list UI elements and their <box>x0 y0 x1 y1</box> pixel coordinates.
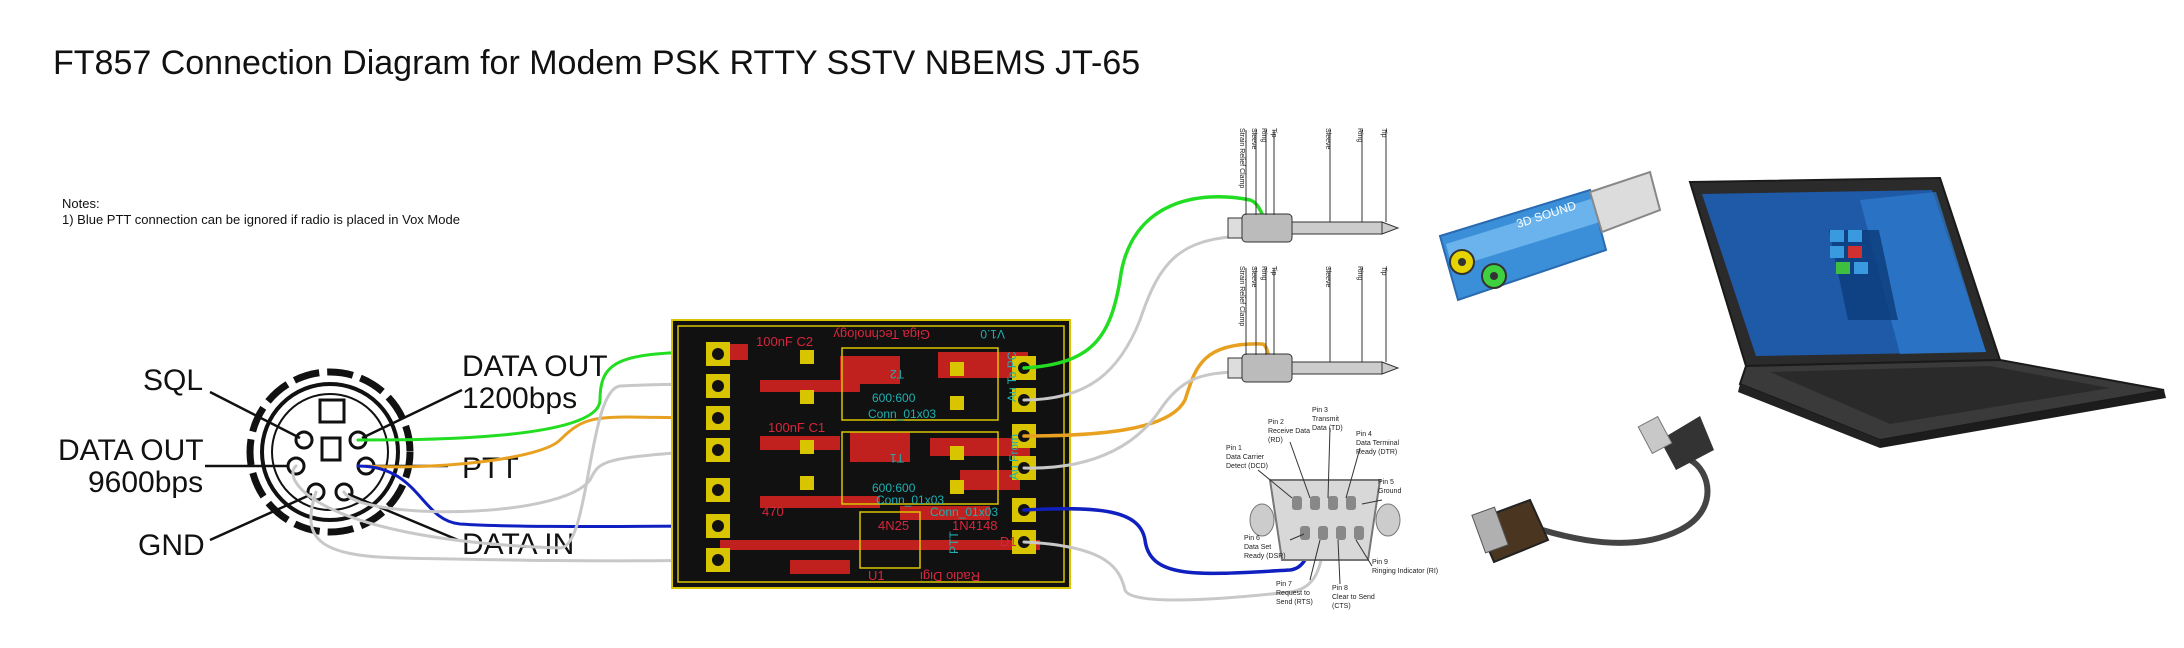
pcb-conn-c: Conn_01x03 <box>930 505 998 519</box>
pcb-conn-a: Conn_01x03 <box>868 407 936 421</box>
usb-serial-cable <box>1471 415 1714 564</box>
diagram-title: FT857 Connection Diagram for Modem PSK R… <box>53 44 1140 82</box>
db9-pin3-a: Pin 3 <box>1312 407 1328 414</box>
wire-grey-din-3 <box>342 448 718 514</box>
pcb-ratio-1: 600:600 <box>872 481 916 495</box>
audio-jack-bottom: Strain Relief Clamp Sleeve Ring Tip Slee… <box>1227 266 1400 383</box>
jack1-strain-label: Strain Relief Clamp <box>1238 128 1245 188</box>
pcb-r1: 470 <box>762 504 784 519</box>
db9-pin5-a: Pin 5 <box>1378 479 1394 486</box>
pcb-t2: T2 <box>890 367 904 381</box>
label-sql: SQL <box>143 364 203 397</box>
db9-pin7-b: Request to <box>1276 590 1310 597</box>
wire-grey-jack-2 <box>1022 370 1242 470</box>
wire-grey-din-1 <box>309 490 718 563</box>
pcb-ratio-2: 600:600 <box>872 391 916 405</box>
jack2-ring: Ring <box>1356 266 1363 281</box>
label-data-out-1200-line1: DATA OUT <box>462 350 608 383</box>
db9-pin4-c: Ready (DTR) <box>1356 449 1397 456</box>
db9-pin5-b: Ground <box>1378 488 1401 495</box>
db9-pin6-c: Ready (DSR) <box>1244 553 1286 560</box>
jack1-sleeve-small: Sleeve <box>1250 128 1257 150</box>
label-gnd: GND <box>138 529 205 562</box>
db9-pin3-b: Transmit <box>1312 416 1339 423</box>
pcb-au-from: Au From <box>1007 434 1021 480</box>
din-connector <box>246 368 414 536</box>
db9-pin8-a: Pin 8 <box>1332 585 1348 592</box>
label-data-out-9600-line2: 9600bps <box>88 466 203 499</box>
pcb-u1-part: 4N25 <box>878 518 909 533</box>
jack1-tip-small: Tip <box>1270 128 1277 138</box>
wire-blue-din <box>356 464 718 528</box>
notes-heading: Notes: <box>62 196 100 211</box>
db9-connector: Pin 1 Data Carrier Detect (DCD) Pin 2 Re… <box>1226 407 1438 610</box>
db9-pin4-a: Pin 4 <box>1356 431 1372 438</box>
notes-line-1: 1) Blue PTT connection can be ignored if… <box>62 212 460 227</box>
wire-green-din <box>356 350 718 442</box>
pcb-t1: T1 <box>890 451 904 465</box>
jack2-strain-label: Strain Relief Clamp <box>1238 266 1245 326</box>
db9-pin7-c: Send (RTS) <box>1276 599 1313 606</box>
db9-pin6-a: Pin 6 <box>1244 535 1260 542</box>
wire-grey-jack-1 <box>1022 234 1242 402</box>
pcb-version: V1.0 <box>980 327 1005 341</box>
pcb-conn-b: Conn_01x03 <box>876 493 944 507</box>
db9-pin2-b: Receive Data <box>1268 428 1310 435</box>
db9-pin3-c: Data (TD) <box>1312 425 1343 432</box>
db9-pin6-b: Data Set <box>1244 544 1271 551</box>
db9-pin1-c: Detect (DCD) <box>1226 463 1268 470</box>
db9-pin9-b: Ringing Indicator (RI) <box>1372 568 1438 575</box>
label-data-out-1200-line2: 1200bps <box>462 382 577 415</box>
jack1-ring-small: Ring <box>1260 128 1267 143</box>
pcb-c1: 100nF C1 <box>768 420 825 435</box>
db9-pin9-a: Pin 9 <box>1372 559 1388 566</box>
jack2-sleeve: Sleeve <box>1324 266 1331 288</box>
jack2-sleeve-small: Sleeve <box>1250 266 1257 288</box>
pcb-au-to-pc: Au To PC <box>1005 351 1019 402</box>
modem-pcb: Giga Technology V1.0 Radio Digi T2 T1 60… <box>671 319 1071 589</box>
wire-grey-db9 <box>1022 540 1326 602</box>
db9-pin4-b: Data Terminal <box>1356 440 1400 447</box>
db9-pin8-b: Clear to Send <box>1332 594 1375 601</box>
pcb-footer: Radio Digi <box>920 569 980 584</box>
db9-pin1-a: Pin 1 <box>1226 445 1242 452</box>
label-data-out-9600-line1: DATA OUT <box>58 434 204 467</box>
pcb-u1: U1 <box>868 568 885 583</box>
db9-pin1-b: Data Carrier <box>1226 454 1265 461</box>
audio-jack-top: Strain Relief Clamp Sleeve Ring Tip Slee… <box>1227 128 1400 243</box>
pcb-ptt: PTT <box>947 531 961 554</box>
pcb-c2: 100nF C2 <box>756 334 813 349</box>
jack1-ring: Ring <box>1356 128 1363 143</box>
pcb-r2: 1N4148 <box>952 518 998 533</box>
din-pin-sql <box>294 430 314 450</box>
db9-pin2-a: Pin 2 <box>1268 419 1284 426</box>
laptop <box>1688 176 2166 448</box>
wire-orange-din <box>364 415 718 469</box>
usb-sound-card: 3D SOUND <box>1438 170 1662 302</box>
jack2-tip-small: Tip <box>1270 266 1277 276</box>
wire-grey-din-2 <box>291 382 718 550</box>
wire-blue-db9 <box>1022 506 1318 576</box>
jack1-tip: Tip <box>1380 128 1387 138</box>
jack1-sleeve: Sleeve <box>1324 128 1331 150</box>
din-to-pcb-wires <box>291 350 718 563</box>
db9-pin8-c: (CTS) <box>1332 603 1351 610</box>
pcb-d1: D1 <box>1000 534 1017 549</box>
jack2-ring-small: Ring <box>1260 266 1267 281</box>
wire-green-jack <box>1022 195 1272 370</box>
jack2-tip: Tip <box>1380 266 1387 276</box>
pcb-brand: Giga Technology <box>833 327 930 342</box>
db9-pin2-c: (RD) <box>1268 437 1283 444</box>
db9-pin7-a: Pin 7 <box>1276 581 1292 588</box>
